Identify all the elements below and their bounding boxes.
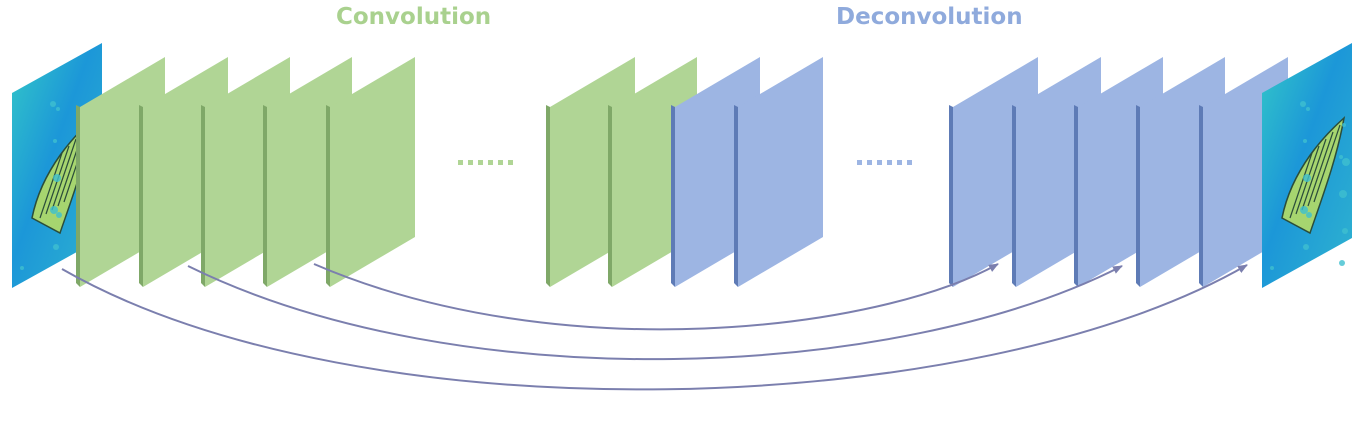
sheet-edge [608,105,612,287]
texture-dot [1300,101,1306,107]
butterfly-vein [1307,131,1334,207]
texture-dot [1339,260,1345,266]
ellipsis-dot [887,160,892,165]
deconv-layer-2 [734,57,823,287]
texture-dot [1303,174,1311,182]
sheet-edge [201,105,205,287]
texture-dot [1306,107,1310,111]
texture-dot [50,101,56,107]
ellipsis-dot [508,160,513,165]
texture-dot [56,107,60,111]
texture-dot [1270,266,1274,270]
butterfly-vein [51,138,77,211]
sheet-edge [1012,105,1016,287]
texture-dot [1300,206,1308,214]
sheet-edge [326,105,330,287]
ellipsis-dot [468,160,473,165]
sheet-edge [949,105,953,287]
butterfly-vein [1301,138,1327,211]
deconvolution-label: Deconvolution [836,4,1023,30]
sheet-edge [263,105,267,287]
texture-dot [1303,139,1307,143]
output-image [1262,43,1352,288]
texture-dot [56,212,62,218]
butterfly-vein [1313,124,1341,203]
sheet-edge [546,105,550,287]
butterfly-vein [1289,152,1313,219]
sheet-edge [139,105,143,287]
sheet-edge [1136,105,1140,287]
texture-dot [1306,212,1312,218]
texture-dot [1339,190,1347,198]
ellipsis-dot [478,160,483,165]
texture-dot [53,139,57,143]
texture-dot [50,206,58,214]
sheet-face [738,57,823,287]
ellipsis-dot [488,160,493,165]
skip-connection-3 [61,264,1248,391]
conv-ellipsis [458,160,513,165]
ellipsis-dot [498,160,503,165]
sheet-edge [734,105,738,287]
ellipsis-dot [458,160,463,165]
convolution-label: Convolution [336,4,492,30]
texture-dot [1339,155,1343,159]
texture-dot [1342,123,1346,127]
texture-dot [1342,228,1348,234]
texture-dot [53,244,59,250]
conv-layer-5 [326,57,415,287]
texture-dot [53,174,61,182]
skip-connection-2 [187,265,1123,361]
texture-dot [1303,244,1309,250]
texture-dot [20,266,24,270]
sheet-face [330,57,415,287]
ellipsis-dot [897,160,902,165]
ellipsis-dot [877,160,882,165]
sheet-edge [671,105,675,287]
sheet-edge [1199,105,1203,287]
ellipsis-dot [857,160,862,165]
sheet-edge [76,105,80,287]
deconv-ellipsis [857,160,912,165]
butterfly-vein [39,152,63,219]
texture-dot [1342,158,1350,166]
sheet-edge [1074,105,1078,287]
ellipsis-dot [867,160,872,165]
skip-connection-1 [313,263,999,331]
ellipsis-dot [907,160,912,165]
